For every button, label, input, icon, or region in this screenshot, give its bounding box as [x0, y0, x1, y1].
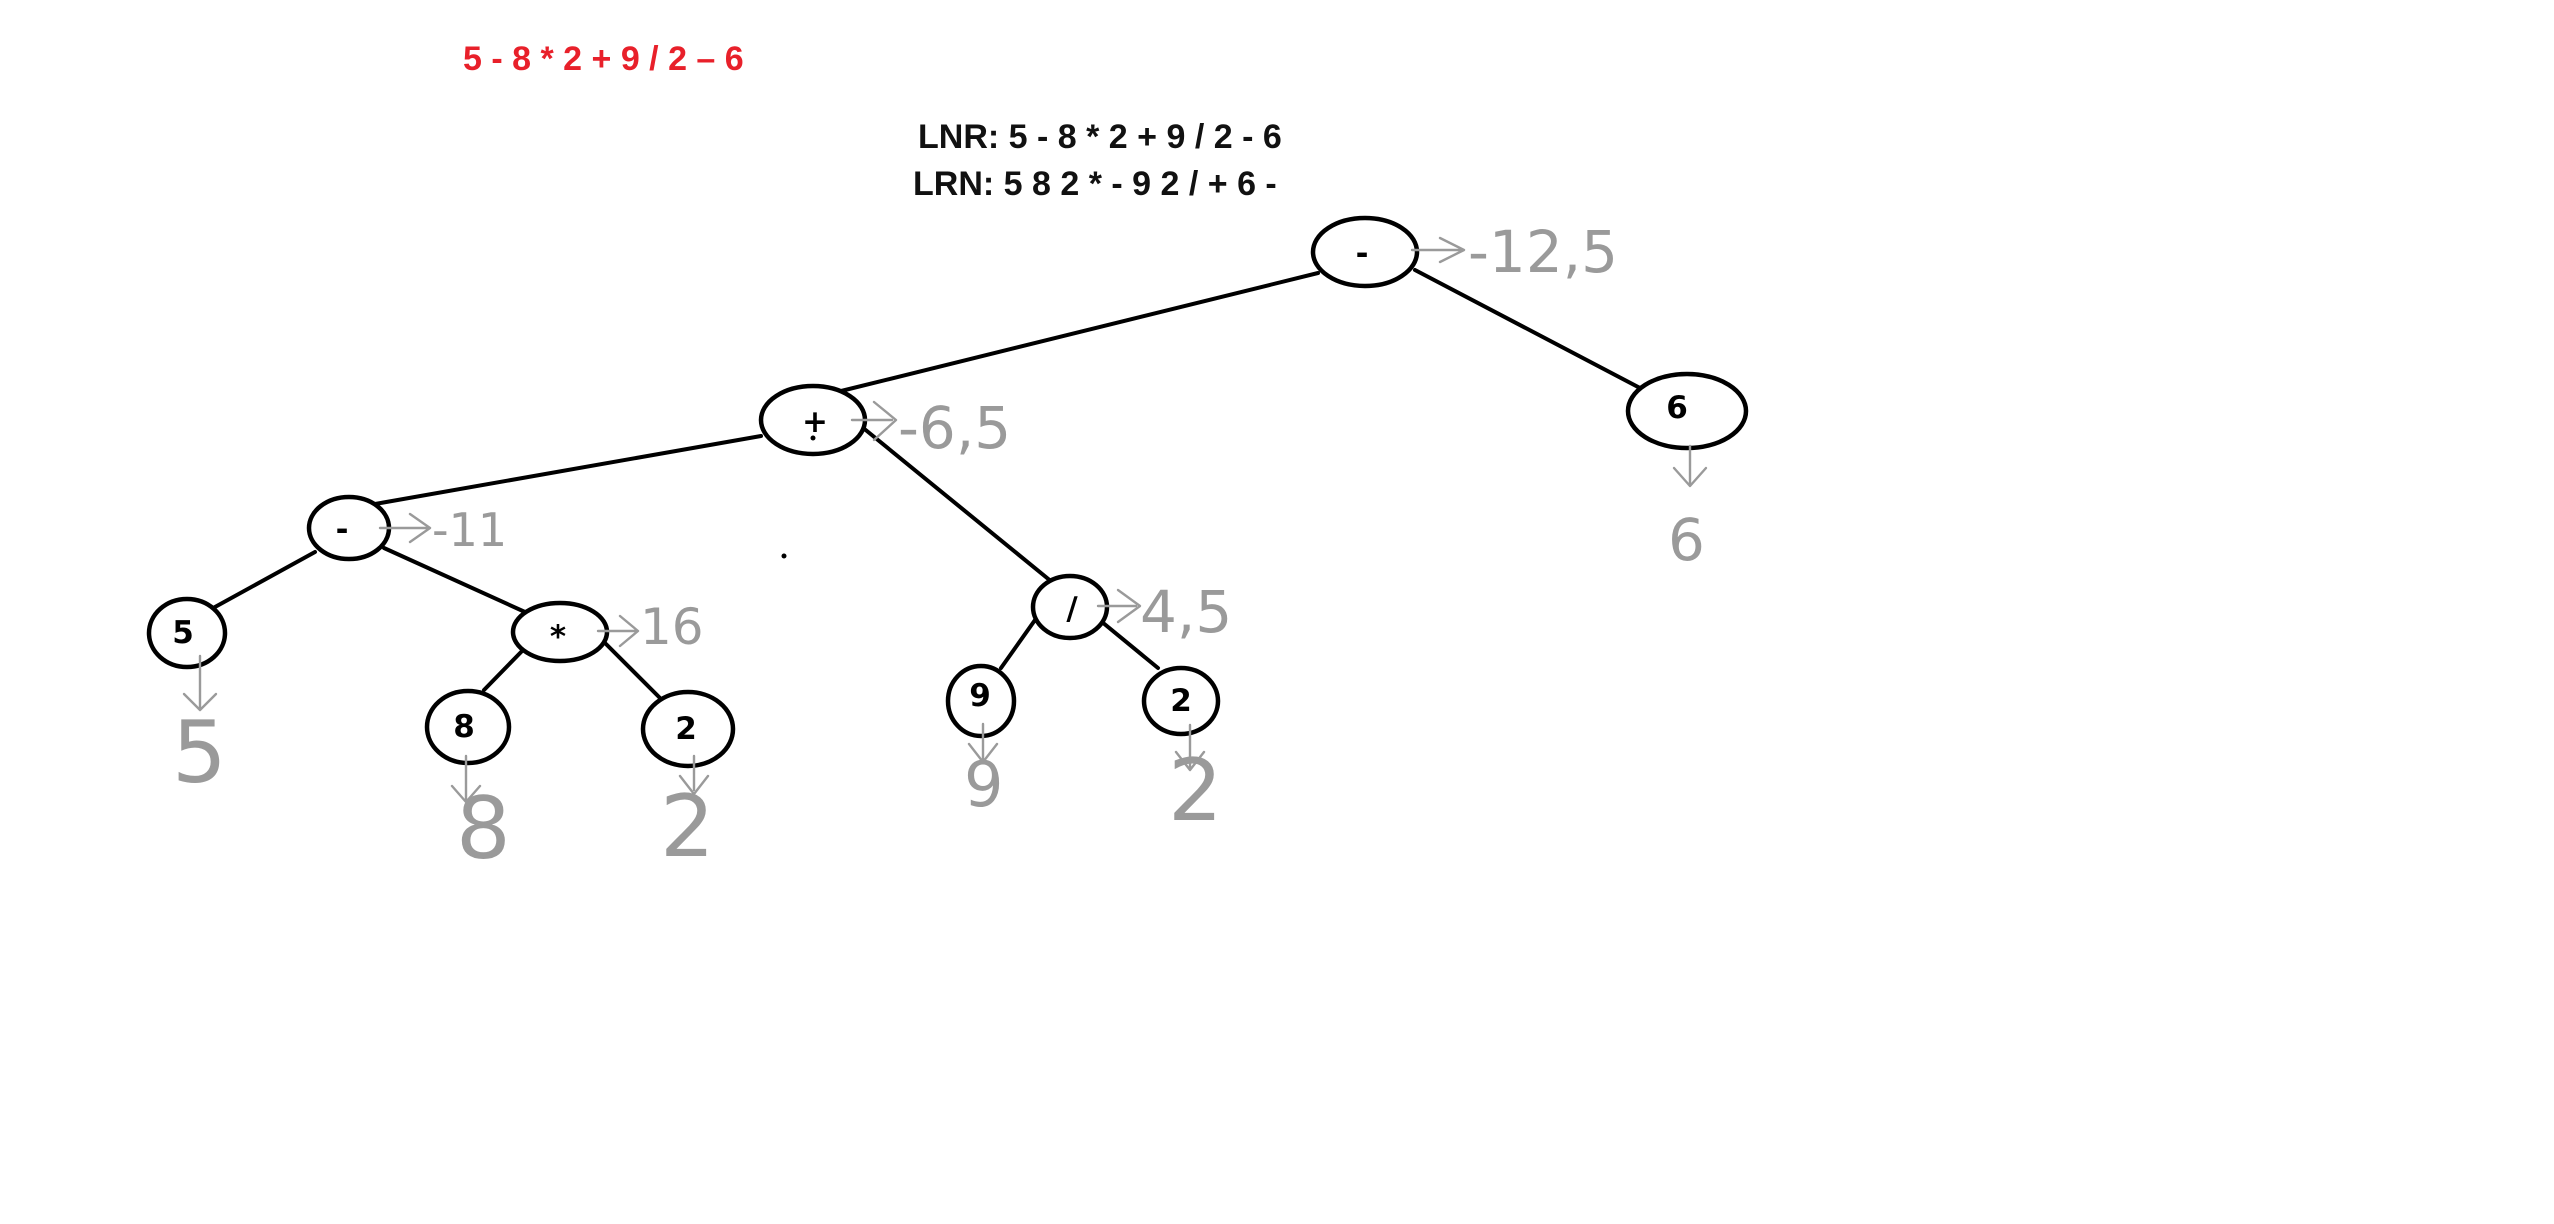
node-plus: +: [758, 383, 868, 457]
arrow-divide: [1096, 588, 1142, 624]
inorder-traversal: LNR: 5 - 8 * 2 + 9 / 2 - 6: [918, 118, 1282, 156]
tree-edges: [193, 268, 1642, 700]
node-two-b-label: 2: [1170, 683, 1192, 719]
annotation-six: 6: [1668, 506, 1705, 574]
node-root-minus-label: -: [1356, 236, 1369, 272]
postorder-traversal: LRN: 5 8 2 * - 9 2 / + 6 -: [913, 165, 1277, 203]
edge-divide-nine: [999, 618, 1037, 670]
annotation-two-b: 2: [1168, 741, 1223, 841]
node-eight-ellipse: [424, 688, 512, 766]
arrow-five: [182, 654, 218, 712]
arrow-inner-minus: [378, 512, 432, 544]
annotation-two-a: 2: [660, 777, 715, 877]
node-inner-minus: -: [306, 494, 392, 562]
annotation-multiply: 16: [640, 598, 704, 656]
arrow-two-b: [1174, 723, 1206, 772]
node-six-label: 6: [1666, 390, 1688, 426]
arrow-root-minus: [1410, 236, 1466, 264]
node-five-ellipse: [146, 596, 228, 670]
node-inner-minus-ellipse: [306, 494, 392, 562]
arrow-two-a: [678, 754, 710, 796]
edge-plus-divide: [860, 425, 1054, 584]
edge-divide-two-b: [1100, 620, 1160, 670]
node-divide-label: /: [1066, 591, 1078, 627]
expression-title: 5 - 8 * 2 + 9 / 2 – 6: [463, 40, 744, 78]
annotation-inner-minus: -11: [432, 503, 507, 557]
node-multiply-label: *: [550, 619, 566, 655]
node-divide: /: [1030, 573, 1110, 641]
node-inner-minus-label: -: [336, 512, 349, 548]
edge-minus-multiply: [382, 546, 527, 614]
node-plus-label: +: [802, 404, 828, 440]
arrow-nine: [967, 722, 999, 764]
node-six: 6: [1625, 371, 1749, 451]
node-nine: 9: [945, 663, 1017, 739]
arrow-multiply: [596, 614, 640, 648]
node-two-a: 2: [640, 689, 736, 769]
annotation-eight: 8: [456, 779, 511, 879]
plus-dot: [810, 435, 816, 441]
arrow-eight: [450, 754, 482, 804]
node-five: 5: [146, 596, 228, 670]
node-two-b: 2: [1141, 665, 1221, 737]
node-two-a-ellipse: [640, 689, 736, 769]
annotation-arrows: [182, 236, 1708, 804]
stray-dot: [781, 553, 787, 559]
annotation-five: 5: [172, 703, 227, 803]
node-two-b-ellipse: [1141, 665, 1221, 737]
edge-multiply-two-a: [602, 640, 662, 700]
edge-root-six: [1413, 268, 1642, 390]
node-root-minus-ellipse: [1310, 215, 1420, 289]
annotation-divide: 4,5: [1140, 578, 1232, 646]
annotation-root-minus: -12,5: [1468, 218, 1618, 286]
annotation-nine: 9: [964, 748, 1003, 821]
node-root-minus: -: [1310, 215, 1420, 289]
node-five-label: 5: [172, 615, 194, 651]
arrow-six: [1672, 444, 1708, 488]
edge-plus-minus: [373, 434, 763, 506]
node-two-a-label: 2: [675, 711, 697, 747]
edge-multiply-eight: [482, 646, 527, 692]
node-eight-label: 8: [453, 709, 475, 745]
node-nine-label: 9: [969, 678, 991, 714]
node-multiply: *: [510, 600, 610, 664]
annotation-plus: -6,5: [898, 394, 1011, 462]
arrow-plus: [850, 400, 898, 442]
node-eight: 8: [424, 688, 512, 766]
node-nine-ellipse: [945, 663, 1017, 739]
edge-root-plus: [835, 271, 1320, 394]
annotation-values: -12,5 -6,5 6 -11 4,5 5 16 8 2 9 2: [172, 218, 1705, 879]
node-six-ellipse: [1625, 371, 1749, 451]
